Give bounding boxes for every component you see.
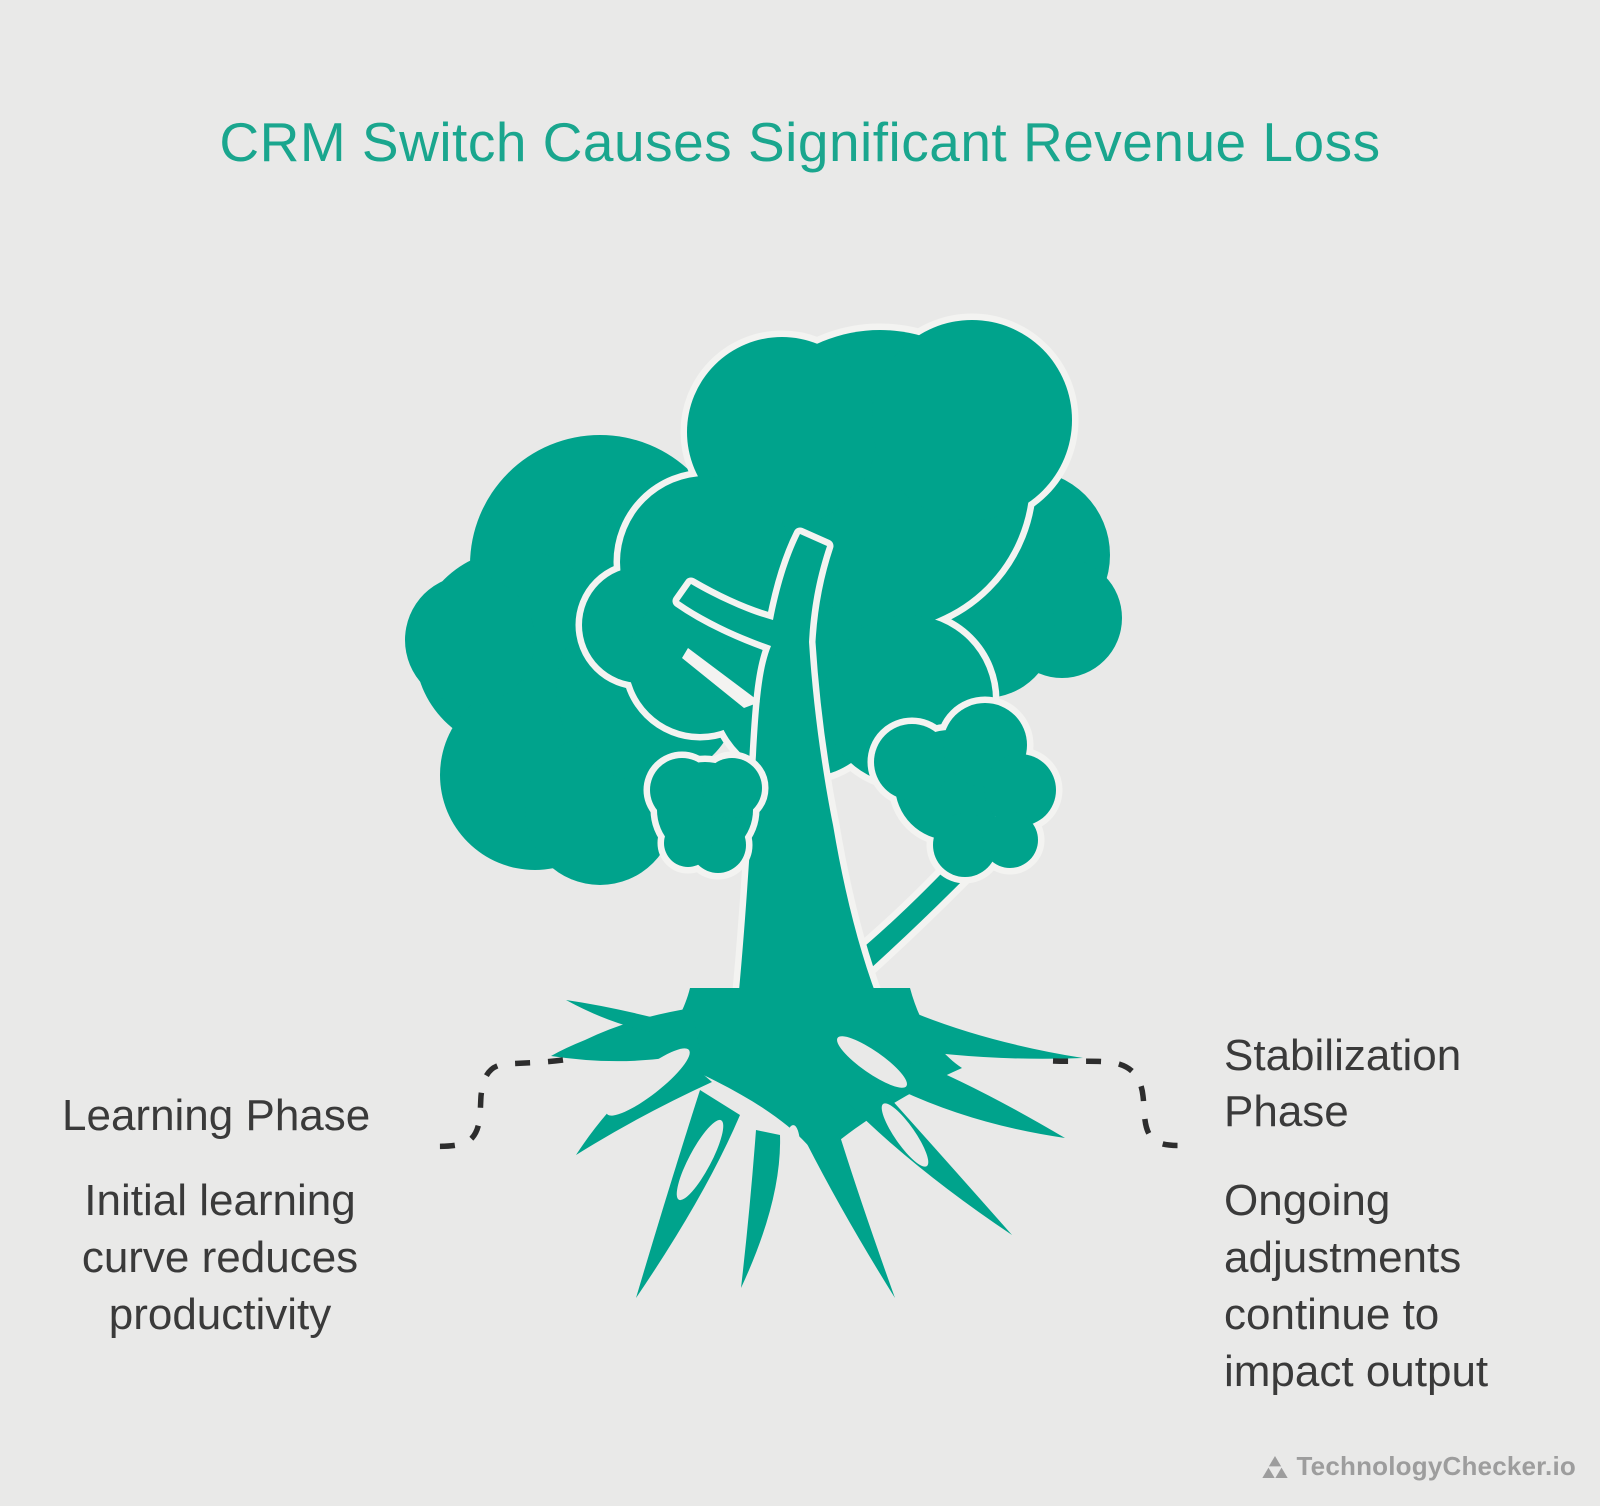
foliage-lower-right-cluster (867, 696, 1063, 884)
foliage-main-cloud (575, 313, 1079, 792)
dashed-connector-left (425, 1057, 564, 1150)
learning-phase-label: Learning Phase (62, 1091, 371, 1140)
watermark-text: TechnologyChecker.io (1296, 1451, 1576, 1481)
dashed-connector-right (1052, 1058, 1195, 1149)
stabilization-phase-description: Ongoing adjustments continue to impact o… (1224, 1176, 1489, 1396)
stabilization-phase-label: Stabilization Phase (1224, 1031, 1462, 1136)
watermark: TechnologyChecker.io (1261, 1451, 1576, 1482)
tree-roots (551, 988, 1083, 1298)
triangles-logo-icon (1261, 1455, 1288, 1478)
foliage-small-left-cluster (643, 751, 769, 880)
learning-phase-description: Initial learning curve reduces productiv… (81, 1176, 359, 1339)
tree-trunk (672, 527, 889, 1019)
page-title: CRM Switch Causes Significant Revenue Lo… (219, 111, 1381, 173)
